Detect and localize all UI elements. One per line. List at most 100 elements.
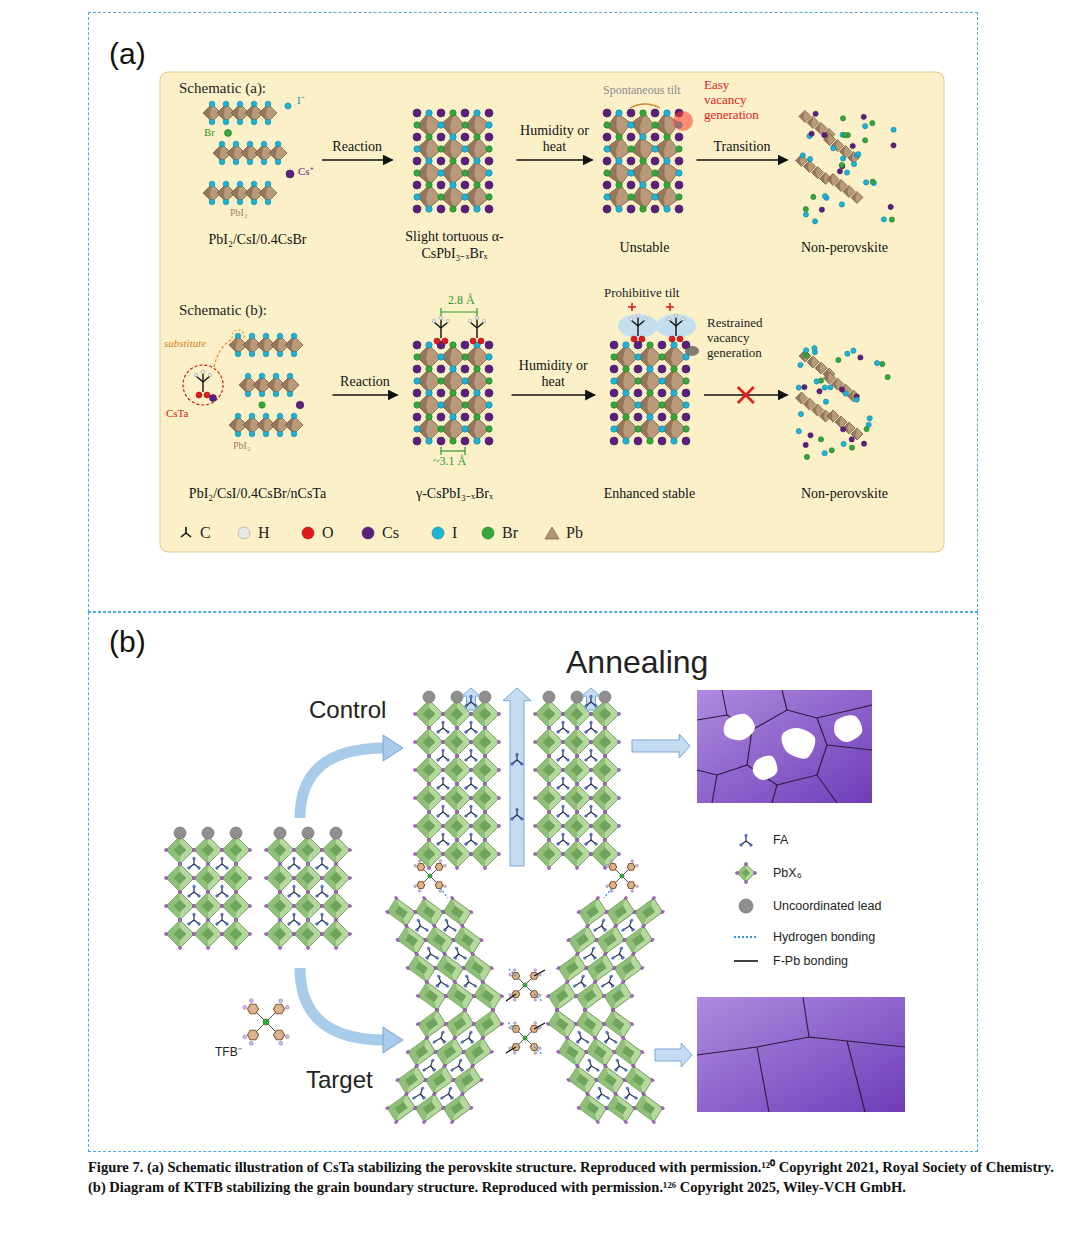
grain-boundary-illustration — [618, 825, 621, 828]
grain-boundary-illustration — [543, 708, 556, 721]
grain-boundary-illustration — [624, 1069, 628, 1072]
schematic-illustration — [413, 413, 421, 421]
schematic-illustration — [628, 170, 634, 176]
grain-boundary-illustration — [562, 741, 565, 744]
grain-boundary-illustration — [322, 892, 350, 920]
schematic-illustration — [477, 322, 484, 328]
grain-boundary-illustration — [479, 736, 492, 749]
grain-boundary-illustration — [423, 1079, 427, 1082]
schematic-illustration — [658, 413, 666, 421]
grain-boundary-illustration — [460, 1093, 464, 1096]
grain-boundary-illustration — [548, 783, 551, 786]
grain-boundary-illustration — [595, 759, 598, 762]
grain-boundary-illustration — [602, 1074, 619, 1087]
grain-boundary-illustration — [618, 769, 621, 772]
grain-boundary-illustration — [599, 736, 612, 749]
grain-boundary-illustration — [590, 833, 593, 836]
grain-boundary-illustration — [583, 985, 587, 988]
grain-boundary-illustration — [447, 787, 450, 790]
schematic-illustration — [277, 351, 283, 357]
grain-boundary-illustration — [490, 967, 494, 970]
schematic-illustration — [203, 376, 210, 382]
grain-boundary-illustration — [442, 777, 445, 780]
schematic-illustration — [225, 130, 232, 137]
schematic-illustration — [202, 382, 203, 392]
grain-boundary-illustration — [631, 890, 634, 893]
grain-boundary-illustration — [566, 1079, 570, 1082]
schematic-illustration — [426, 158, 432, 164]
grain-boundary-illustration — [459, 1038, 497, 1066]
schematic-illustration — [616, 182, 622, 188]
grain-boundary-illustration — [235, 891, 238, 894]
grain-boundary-illustration — [753, 755, 778, 780]
schematic-illustration — [651, 181, 659, 189]
grain-boundary-illustration — [620, 962, 637, 975]
grain-boundary-illustration — [235, 947, 238, 950]
grain-boundary-illustration — [174, 928, 187, 941]
schematic-illustration — [664, 158, 670, 164]
grain-boundary-illustration — [453, 1037, 457, 1040]
grain-boundary-illustration — [423, 990, 440, 1003]
schematic-illustration — [486, 194, 492, 200]
grain-boundary-illustration — [193, 857, 196, 860]
schematic-illustration — [659, 378, 665, 384]
schematic-illustration — [438, 402, 444, 408]
grain-boundary-illustration — [661, 911, 665, 914]
grain-boundary-illustration — [442, 825, 445, 828]
grain-boundary-illustration — [609, 975, 613, 978]
grain-boundary-illustration — [418, 890, 421, 893]
grain-boundary-illustration — [534, 853, 537, 856]
grain-boundary-illustration — [484, 755, 487, 758]
annotation-label: Br — [203, 126, 216, 139]
schematic-illustration — [835, 416, 841, 428]
schematic-illustration — [485, 109, 493, 117]
grain-boundary-illustration — [442, 741, 445, 744]
grain-boundary-illustration — [279, 891, 282, 894]
grain-boundary-illustration — [431, 934, 448, 947]
grain-boundary-illustration — [221, 849, 224, 852]
schematic-illustration — [682, 413, 690, 421]
schematic-illustration — [891, 127, 896, 132]
grain-boundary-illustration — [586, 925, 590, 928]
schematic-illustration — [462, 354, 468, 360]
grain-boundary-illustration — [460, 1093, 464, 1096]
schematic-illustration — [461, 437, 469, 445]
grain-boundary-illustration — [413, 1010, 451, 1038]
panel-frame: (b) — [88, 612, 978, 1152]
schematic-illustration — [468, 319, 472, 323]
schematic-illustration — [651, 205, 659, 213]
stage-box: Non-perovskite — [790, 340, 900, 503]
grain-boundary-illustration — [534, 741, 537, 744]
grain-boundary-illustration — [586, 1093, 590, 1096]
schematic-illustration — [634, 437, 642, 445]
schematic-illustration — [677, 336, 683, 342]
grain-boundary-illustration — [450, 897, 454, 900]
grain-boundary-illustration — [620, 874, 624, 878]
schematic-illustration — [437, 205, 445, 213]
schematic-illustration — [638, 369, 662, 393]
grain-boundary-illustration — [604, 1041, 608, 1044]
grain-boundary-illustration — [609, 954, 647, 982]
grain-boundary-illustration — [562, 805, 565, 808]
grain-boundary-illustration — [335, 891, 338, 894]
grain-boundary-illustration — [590, 805, 593, 808]
grain-boundary-illustration — [193, 849, 196, 852]
grain-boundary-illustration — [609, 1038, 647, 1066]
schematic-illustration — [247, 159, 253, 165]
grain-boundary-illustration — [650, 1079, 654, 1082]
grain-boundary-illustration — [274, 872, 287, 885]
schematic-illustration — [636, 314, 640, 318]
schematic-illustration — [885, 374, 890, 379]
schematic-illustration — [673, 111, 693, 131]
grain-boundary-illustration — [449, 1087, 453, 1090]
stage-label: PbI₂/CsI/0.4CsBr — [209, 232, 307, 249]
grain-boundary-illustration — [562, 853, 565, 856]
annotation-label: Prohibitive tilt — [603, 286, 680, 301]
grain-boundary-illustration — [435, 957, 439, 960]
grain-boundary-illustration — [316, 867, 319, 870]
grain-boundary-illustration — [470, 713, 473, 716]
grain-boundary-illustration — [599, 764, 612, 777]
grain-boundary-illustration — [471, 1041, 475, 1044]
schematic-illustration — [647, 366, 653, 372]
grain-boundary-illustration — [585, 815, 588, 818]
